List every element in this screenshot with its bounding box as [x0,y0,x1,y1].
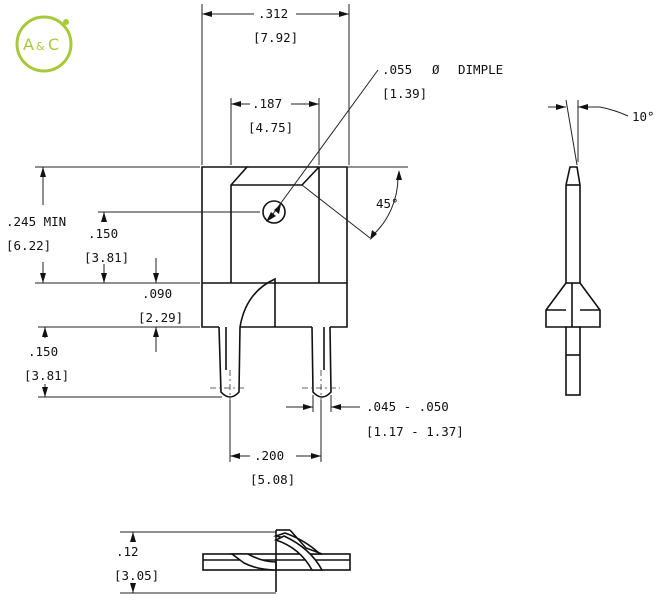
dim-dimple-label: DIMPLE [458,62,503,77]
company-logo: A & C [15,15,73,73]
dim-shoulder-mm: [2.29] [138,310,183,325]
logo-letter-c: C [48,35,59,54]
dim-leg-spacing: .200 [5.08] [229,400,322,487]
dim-height-min-in: .245 MIN [6,214,66,229]
dim-dimple-in: .055 [382,62,412,77]
dim-leg-length: .150 [3.81] [24,326,222,398]
dimple-circle [262,200,286,224]
logo-letter-a: A [23,35,34,54]
dim-offset-height-in: .12 [116,544,139,559]
dim-dimple-symbol: Ø [432,62,440,77]
dim-top-width-mm: [4.75] [248,120,293,135]
dim-height-min-mm: [6.22] [6,238,51,253]
dim-overall-width-in: .312 [258,6,288,21]
dim-overall-width-mm: [7.92] [253,30,298,45]
dim-leg-length-in: .150 [28,344,58,359]
dim-leg-length-mm: [3.81] [24,368,69,383]
dim-top-width: .187 [4.75] [230,96,320,165]
dim-top-width-in: .187 [252,96,282,111]
dim-dimple-height-mm: [3.81] [84,250,129,265]
dim-chamfer-angle: 45° [301,166,408,240]
dim-leg-spacing-in: .200 [254,448,284,463]
dim-dimple: .055 Ø DIMPLE [1.39] [266,62,503,222]
dim-dimple-height: .150 [3.81] [84,211,260,283]
dim-leg-spacing-mm: [5.08] [250,472,295,487]
dim-dimple-height-in: .150 [88,226,118,241]
dim-leg-width: .045 - .050 [1.17 - 1.37] [286,395,464,439]
dim-shoulder-in: .090 [142,286,172,301]
dim-leg-width-mm: [1.17 - 1.37] [366,424,464,439]
front-view [201,166,348,400]
dim-height-min: .245 MIN [6.22] [6,166,200,284]
dim-leg-width-in: .045 - .050 [366,399,449,414]
dim-shoulder: .090 [2.29] [138,258,183,352]
logo-ampersand: & [36,40,45,53]
bottom-view: .12 [3.05] [114,529,351,594]
dim-offset-height-mm: [3.05] [114,568,159,583]
dim-chamfer-angle-text: 45° [376,196,399,211]
dim-overall-width: .312 [7.92] [201,4,350,165]
dim-dimple-mm: [1.39] [382,86,427,101]
dim-side-angle: 10° [632,109,655,124]
side-view: 10° [545,99,655,396]
